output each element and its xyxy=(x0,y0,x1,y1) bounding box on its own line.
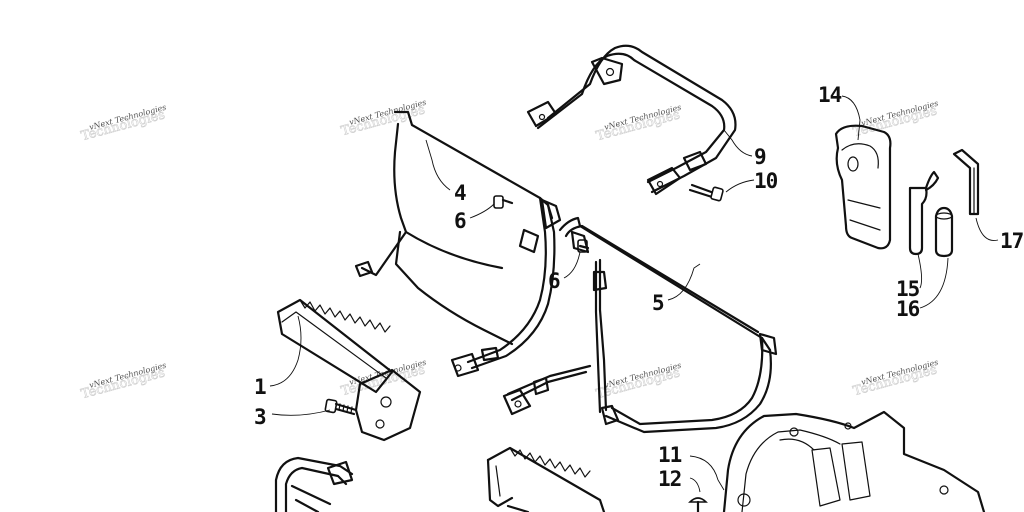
callout-3: 3 xyxy=(254,405,266,429)
cover-part-14 xyxy=(834,124,892,250)
footrest-part-1 xyxy=(276,298,422,442)
callout-6-upper: 6 xyxy=(454,209,466,233)
lower-handle-partial xyxy=(274,456,354,512)
leader-5 xyxy=(667,263,701,301)
callout-5: 5 xyxy=(652,291,664,315)
leader-15 xyxy=(917,253,923,289)
callout-6-lower: 6 xyxy=(548,269,560,293)
callout-4: 4 xyxy=(454,181,466,205)
callout-10: 10 xyxy=(754,169,778,193)
leader-4 xyxy=(425,139,451,191)
clip-part-15 xyxy=(908,170,940,256)
callout-17: 17 xyxy=(1000,229,1024,253)
bolt-part-10 xyxy=(688,183,724,202)
watermark-5: Technologies vNext Technologies xyxy=(79,361,167,403)
leader-6a xyxy=(469,203,495,219)
leader-1 xyxy=(269,315,302,387)
leader-11 xyxy=(689,455,725,491)
leader-16 xyxy=(919,257,949,309)
callout-16: 16 xyxy=(896,297,920,321)
callout-labels: 1 3 4 6 6 5 9 10 11 12 14 15 16 17 xyxy=(254,83,1024,491)
footrest-lower-partial xyxy=(486,446,606,512)
leader-10 xyxy=(725,179,755,193)
watermark-4: Technologies vNext Technologies xyxy=(851,99,939,141)
side-rack-part-5 xyxy=(502,216,778,434)
watermark-1: Technologies vNext Technologies xyxy=(79,103,167,145)
watermark-8: Technologies vNext Technologies xyxy=(851,358,939,400)
screw-part-12 xyxy=(688,497,708,512)
watermark-3: Technologies vNext Technologies xyxy=(594,103,682,145)
leader-14 xyxy=(841,95,861,141)
leader-17 xyxy=(975,217,999,241)
leader-lines xyxy=(269,95,999,493)
callout-9: 9 xyxy=(754,145,766,169)
side-rack-part-4 xyxy=(354,110,562,378)
callout-15: 15 xyxy=(896,277,920,301)
leader-9 xyxy=(723,129,753,157)
callout-11: 11 xyxy=(658,443,682,467)
plate-part-11 xyxy=(722,410,986,512)
grab-handle-part-9 xyxy=(526,44,737,196)
pin-part-16 xyxy=(934,206,954,258)
leader-6b xyxy=(563,251,581,279)
screw-part-6-upper xyxy=(493,195,514,209)
leader-3 xyxy=(271,409,331,416)
callout-14: 14 xyxy=(818,83,842,107)
watermark-7: Technologies vNext Technologies xyxy=(594,361,682,403)
bolt-part-3 xyxy=(324,398,358,416)
hex-key-part-17 xyxy=(952,148,980,216)
watermark-2: Technologies vNext Technologies xyxy=(339,98,427,140)
callout-1: 1 xyxy=(254,375,266,399)
leader-12 xyxy=(689,477,701,493)
callout-12: 12 xyxy=(658,467,681,491)
